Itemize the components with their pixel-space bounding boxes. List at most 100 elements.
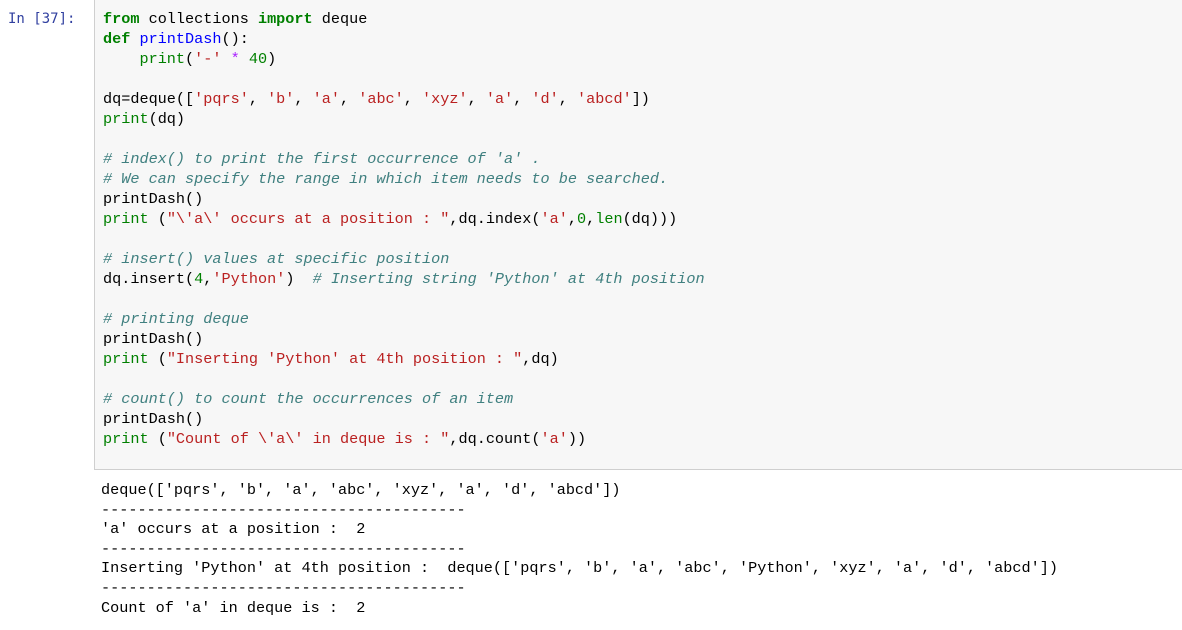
- string-literal: 'b': [267, 90, 295, 108]
- code-text: dq.insert(: [103, 270, 195, 288]
- code-text: ): [267, 50, 277, 68]
- output-separator: ----------------------------------------: [101, 578, 466, 597]
- blank-line: [103, 289, 705, 309]
- output-separator: ----------------------------------------: [101, 500, 466, 519]
- builtin: print: [103, 110, 149, 128]
- keyword: from: [103, 10, 140, 28]
- code-input-area[interactable]: [94, 0, 1182, 470]
- code-line: print(dq): [103, 109, 705, 129]
- code-text: ,: [203, 270, 213, 288]
- code-text: printDash(): [103, 410, 204, 428]
- keyword: def: [103, 30, 131, 48]
- code-text: ,: [586, 210, 596, 228]
- code-text: ,dq.count(: [449, 430, 541, 448]
- number-literal: 4: [194, 270, 204, 288]
- code-text: ,: [294, 90, 313, 108]
- output-line: Inserting 'Python' at 4th position : deq…: [101, 559, 1058, 578]
- code-line: dq.insert(4,'Python') # Inserting string…: [103, 269, 705, 289]
- code-line: # index() to print the first occurrence …: [103, 149, 705, 169]
- comment: # count() to count the occurrences of an…: [103, 390, 514, 408]
- string-literal: 'xyz': [422, 90, 468, 108]
- code-text: printDash(): [103, 330, 204, 348]
- input-prompt: In [37]:: [8, 11, 76, 27]
- code-line: print('-' * 40): [103, 49, 705, 69]
- operator: *: [221, 50, 249, 68]
- code-text: (dq))): [622, 210, 678, 228]
- builtin: print: [139, 50, 186, 68]
- string-literal: "Inserting 'Python' at 4th position : ": [166, 350, 523, 368]
- builtin: print: [103, 210, 149, 228]
- code-line: printDash(): [103, 329, 705, 349]
- code-line: # count() to count the occurrences of an…: [103, 389, 705, 409]
- string-literal: 'pqrs': [194, 90, 249, 108]
- builtin: len: [595, 210, 623, 228]
- string-literal: '-': [194, 50, 222, 68]
- code-text: ,: [567, 210, 577, 228]
- code-line: print ("Count of \'a\' in deque is : ",d…: [103, 429, 705, 449]
- number-literal: 40: [248, 50, 268, 68]
- code-line: def printDash():: [103, 29, 705, 49]
- blank-line: [103, 229, 705, 249]
- output-line: 'a' occurs at a position : 2: [101, 520, 366, 539]
- number-literal: 0: [576, 210, 587, 228]
- code-text: ,: [403, 90, 423, 108]
- cell-output: deque(['pqrs', 'b', 'a', 'abc', 'xyz', '…: [101, 481, 1058, 618]
- string-literal: "Count of \'a\' in deque is : ": [166, 430, 450, 448]
- output-line: Count of 'a' in deque is : 2: [101, 598, 366, 617]
- indent: [103, 50, 139, 68]
- code-text: ): [285, 270, 313, 288]
- code-text: ():: [221, 30, 249, 48]
- comment: # We can specify the range in which item…: [103, 170, 669, 188]
- function-name: printDash: [130, 30, 222, 48]
- code-line: print ("Inserting 'Python' at 4th positi…: [103, 349, 705, 369]
- code-text: (: [148, 210, 167, 228]
- string-literal: 'a': [540, 210, 568, 228]
- output-line: deque(['pqrs', 'b', 'a', 'abc', 'xyz', '…: [101, 481, 621, 499]
- blank-line: [103, 369, 705, 389]
- blank-line: [103, 129, 705, 149]
- code-text: )): [567, 430, 587, 448]
- code-text: ,: [248, 90, 268, 108]
- code-line: # printing deque: [103, 309, 705, 329]
- code-text: (: [148, 430, 167, 448]
- builtin: print: [103, 350, 149, 368]
- imported-name: deque: [312, 10, 368, 28]
- blank-line: [103, 69, 705, 89]
- keyword: import: [257, 10, 313, 28]
- comment: # printing deque: [103, 310, 249, 328]
- code-text: ,dq): [522, 350, 559, 368]
- code-text: ]): [631, 90, 650, 108]
- code-text: printDash(): [103, 190, 204, 208]
- code-line: from collections import deque: [103, 9, 705, 29]
- code-text: (: [148, 350, 167, 368]
- code-text: ,: [558, 90, 577, 108]
- comment: # insert() values at specific position: [103, 250, 450, 268]
- comment: # index() to print the first occurrence …: [103, 150, 541, 168]
- code-text: (: [185, 50, 195, 68]
- output-separator: ----------------------------------------: [101, 539, 466, 558]
- code-line: print ("\'a\' occurs at a position : ",d…: [103, 209, 705, 229]
- code-line: # insert() values at specific position: [103, 249, 705, 269]
- string-literal: 'abcd': [577, 90, 632, 108]
- code-line: # We can specify the range in which item…: [103, 169, 705, 189]
- code-text: ,dq.index(: [449, 210, 541, 228]
- string-literal: 'a': [540, 430, 568, 448]
- code-text: ,: [339, 90, 359, 108]
- string-literal: 'abc': [358, 90, 404, 108]
- string-literal: 'd': [531, 90, 559, 108]
- code-line: printDash(): [103, 409, 705, 429]
- code-text: ,: [467, 90, 486, 108]
- code-text: dq=deque([: [103, 90, 195, 108]
- code-text: (dq): [148, 110, 186, 128]
- string-literal: 'a': [312, 90, 340, 108]
- code-line: printDash(): [103, 189, 705, 209]
- code-text: ,: [513, 90, 532, 108]
- builtin: print: [103, 430, 149, 448]
- string-literal: 'a': [485, 90, 514, 108]
- comment: # Inserting string 'Python' at 4th posit…: [312, 270, 705, 288]
- module-name: collections: [139, 10, 258, 28]
- string-literal: "\'a\' occurs at a position : ": [166, 210, 450, 228]
- string-literal: 'Python': [212, 270, 286, 288]
